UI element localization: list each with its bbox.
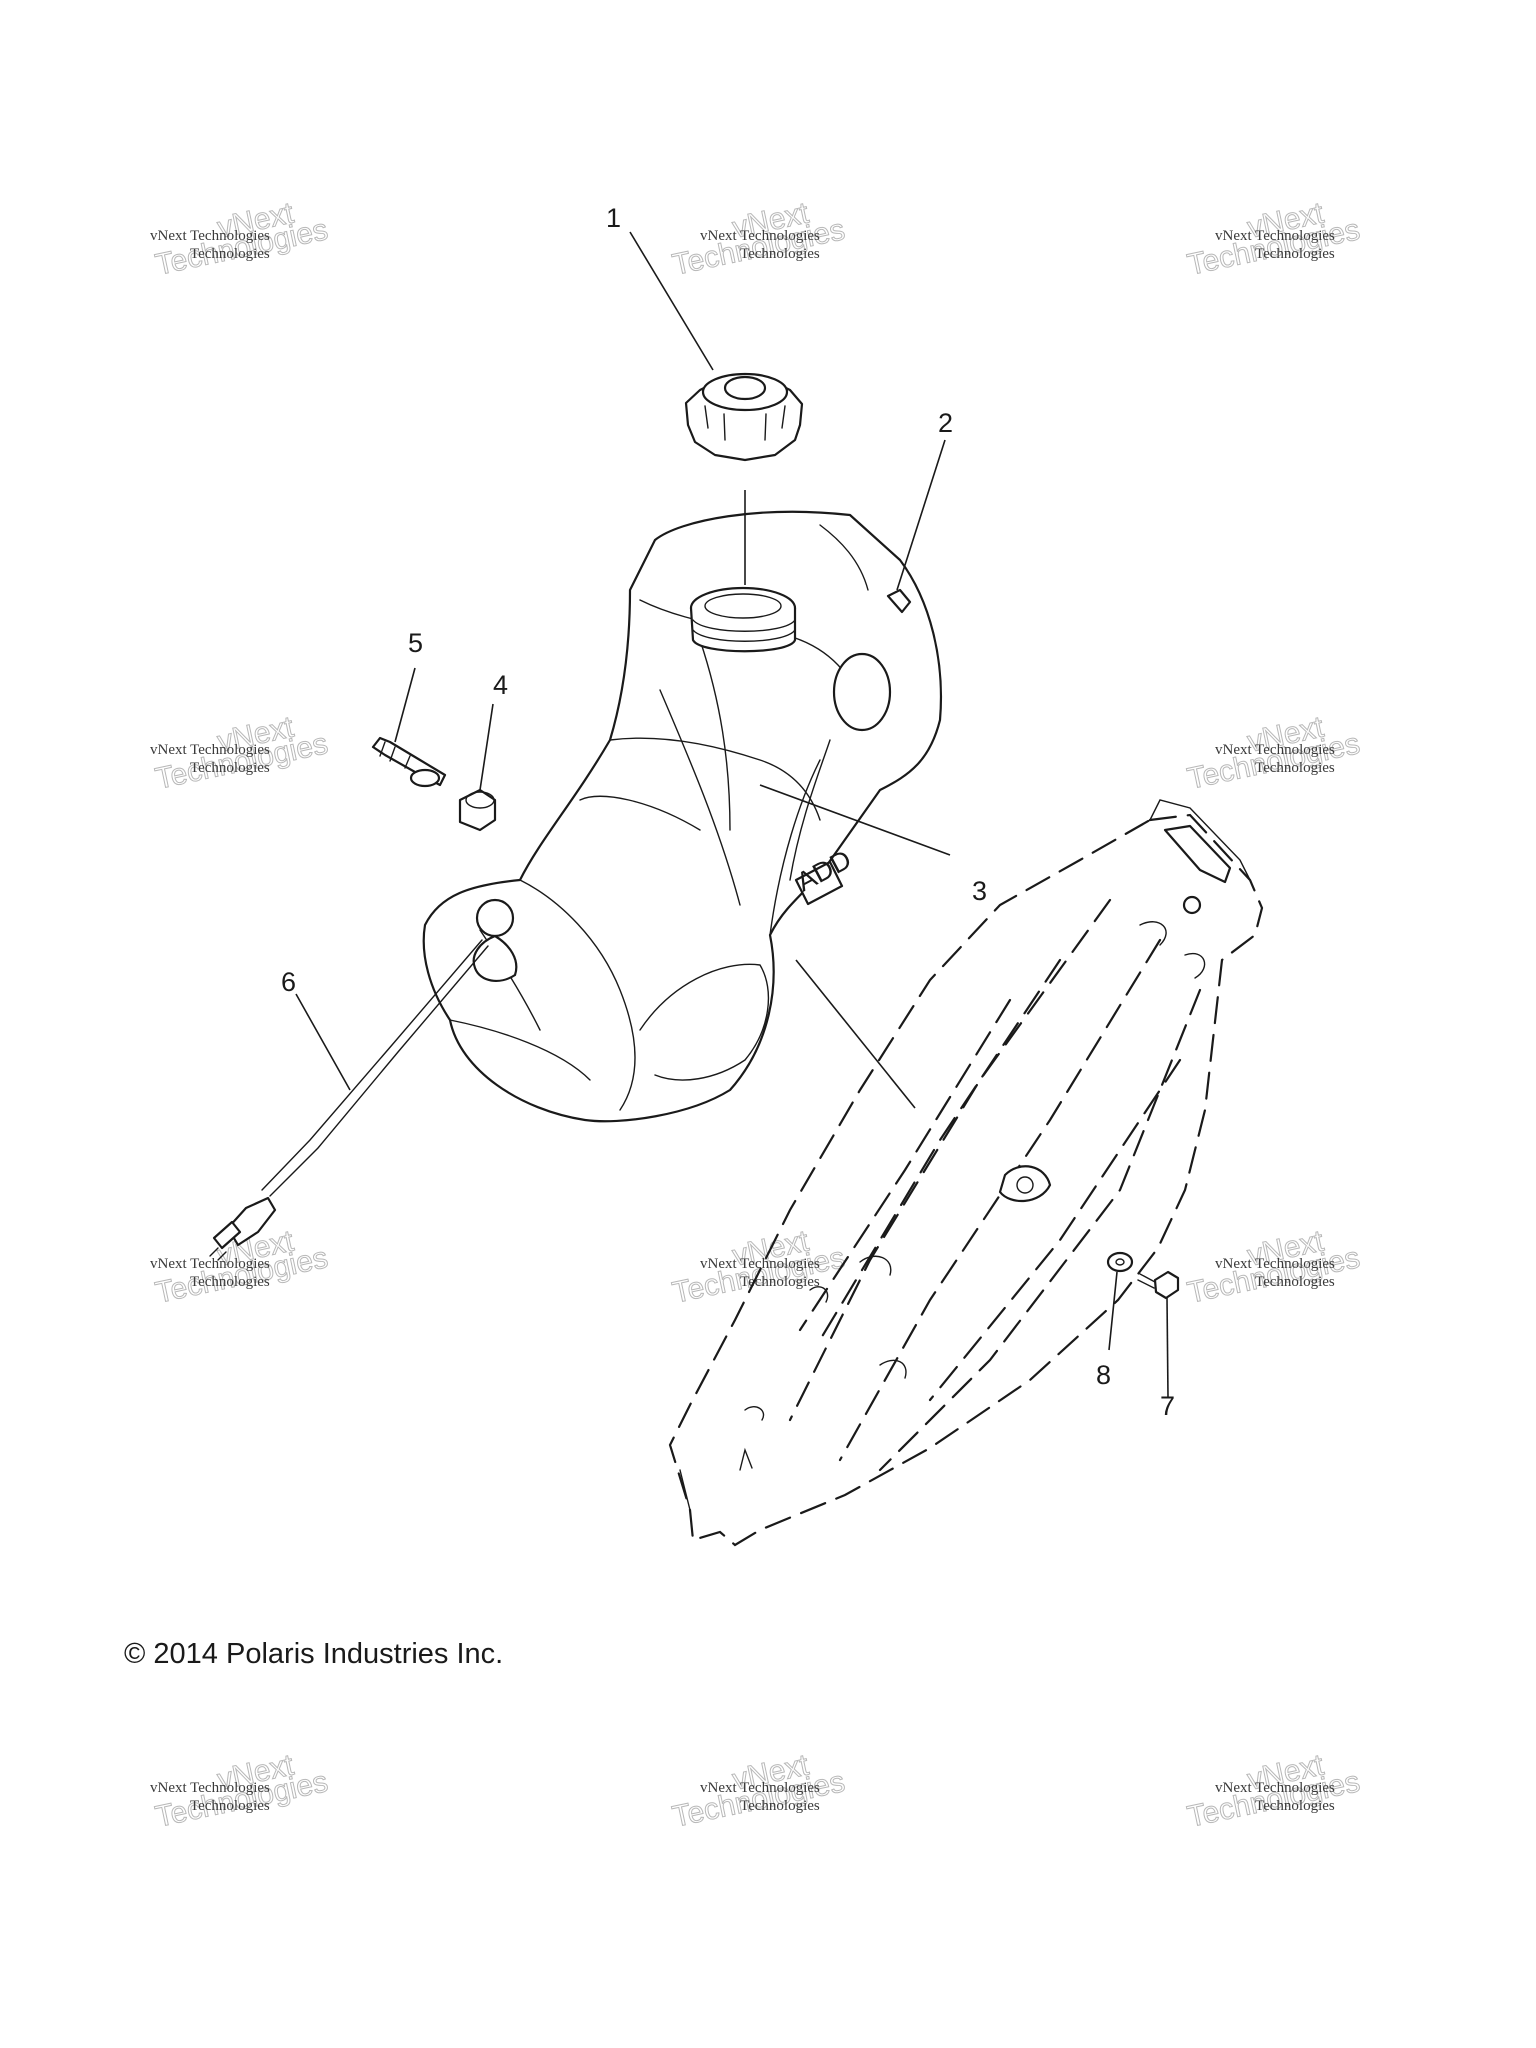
leader-1 bbox=[629, 231, 714, 371]
callout-2: 2 bbox=[938, 408, 953, 438]
watermark: Technologies vNext vNext Technologies Te… bbox=[669, 1748, 848, 1834]
watermark-small: vNext Technologies bbox=[700, 1256, 820, 1272]
watermark-small: Technologies bbox=[1255, 1798, 1335, 1814]
watermark-small: vNext Technologies bbox=[150, 228, 270, 244]
leader-2 bbox=[896, 439, 946, 591]
callout-7: 7 bbox=[1160, 1391, 1175, 1421]
watermark-small: vNext Technologies bbox=[1215, 742, 1335, 758]
watermark-small: vNext Technologies bbox=[150, 742, 270, 758]
watermark-small: Technologies bbox=[190, 1274, 270, 1290]
leader-3 bbox=[759, 784, 951, 856]
fuel-cap bbox=[684, 372, 804, 462]
watermark: Technologies vNext vNext Technologies Te… bbox=[1184, 1748, 1363, 1834]
watermark: Technologies vNext vNext Technologies Te… bbox=[669, 196, 848, 282]
grommet bbox=[458, 788, 497, 832]
watermark-small: vNext Technologies bbox=[150, 1256, 270, 1272]
callout-4: 4 bbox=[493, 670, 508, 700]
callout-5: 5 bbox=[408, 628, 423, 658]
callout-1: 1 bbox=[606, 203, 621, 233]
skid-plate bbox=[668, 799, 1264, 1547]
vent-fitting bbox=[371, 736, 447, 788]
watermark-small: Technologies bbox=[740, 246, 820, 262]
watermark: Technologies vNext vNext Technologies Te… bbox=[1184, 196, 1363, 282]
leader-tank-plate bbox=[795, 959, 916, 1109]
watermark-small: vNext Technologies bbox=[1215, 228, 1335, 244]
watermark-small: vNext Technologies bbox=[700, 1780, 820, 1796]
watermark: Technologies vNext vNext Technologies Te… bbox=[1184, 710, 1363, 796]
watermark-small: Technologies bbox=[1255, 1274, 1335, 1290]
watermark-small: vNext Technologies bbox=[150, 1780, 270, 1796]
watermark: Technologies vNext vNext Technologies Te… bbox=[150, 196, 331, 282]
watermark-small: Technologies bbox=[740, 1798, 820, 1814]
washer bbox=[1106, 1251, 1134, 1273]
fuel-sender-harness bbox=[209, 939, 489, 1261]
fuel-tank: ADD bbox=[422, 510, 943, 1123]
callout-3: 3 bbox=[972, 876, 987, 906]
leader-8 bbox=[1108, 1271, 1118, 1351]
watermark-small: vNext Technologies bbox=[1215, 1256, 1335, 1272]
leader-6 bbox=[295, 993, 351, 1091]
copyright-notice: © 2014 Polaris Industries Inc. bbox=[124, 1638, 504, 1670]
callout-8: 8 bbox=[1096, 1360, 1111, 1390]
leader-4 bbox=[479, 703, 494, 791]
callout-6: 6 bbox=[281, 967, 296, 997]
watermark-small: Technologies bbox=[190, 246, 270, 262]
watermark-small: vNext Technologies bbox=[1215, 1780, 1335, 1796]
watermark-small: Technologies bbox=[190, 1798, 270, 1814]
watermark: Technologies vNext vNext Technologies Te… bbox=[1184, 1224, 1363, 1310]
watermark-small: vNext Technologies bbox=[700, 228, 820, 244]
bolt bbox=[1137, 1270, 1180, 1300]
leader-7 bbox=[1166, 1297, 1169, 1398]
leader-lines bbox=[295, 231, 1169, 1398]
watermark-small: Technologies bbox=[190, 760, 270, 776]
watermark-small: Technologies bbox=[740, 1274, 820, 1290]
watermark: Technologies vNext vNext Technologies Te… bbox=[150, 1748, 331, 1834]
watermark-small: Technologies bbox=[1255, 246, 1335, 262]
watermark-small: Technologies bbox=[1255, 760, 1335, 776]
leader-5 bbox=[394, 667, 416, 743]
watermark: Technologies vNext vNext Technologies Te… bbox=[150, 710, 331, 796]
